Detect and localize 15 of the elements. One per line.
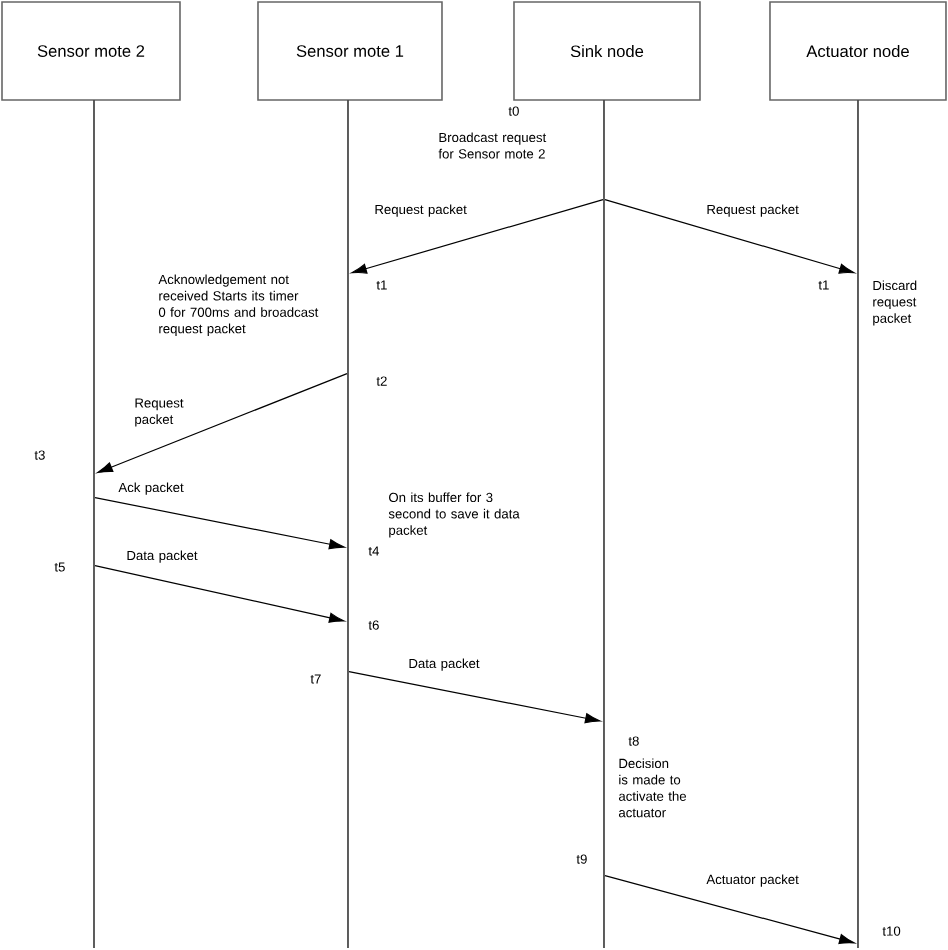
participant-box: Sensor mote 1 [257,1,443,101]
participant-box: Actuator node [769,1,947,101]
lifeline [603,100,605,948]
message-arrow [97,373,348,474]
lifeline [347,100,349,948]
message-arrow [604,875,855,945]
message-arrow [604,199,855,274]
message-arrow [351,199,604,274]
message-arrow [348,671,601,724]
lifeline [857,100,859,948]
participant-box: Sensor mote 2 [1,1,181,101]
lifeline [93,100,95,948]
message-arrow [94,497,345,550]
participant-box: Sink node [513,1,701,101]
message-arrow [94,565,345,623]
